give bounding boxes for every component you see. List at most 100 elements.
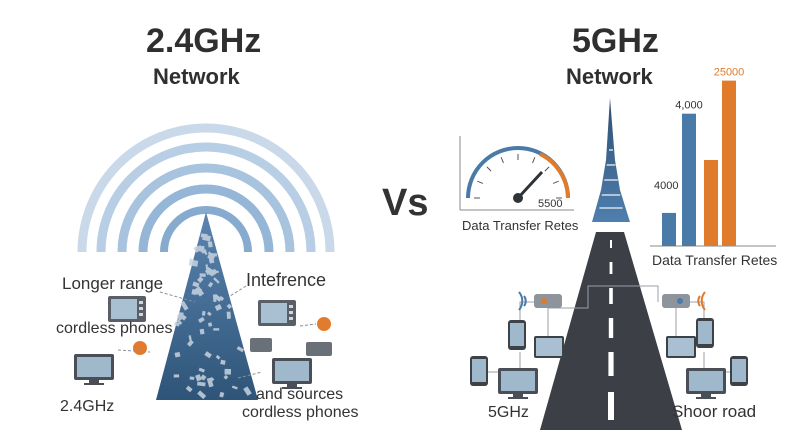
debris-particle [195, 374, 202, 382]
debris-particle [220, 359, 226, 365]
bar-chart-caption: Data Transfer Retes [652, 252, 778, 268]
road-dash [608, 352, 614, 376]
label-short-road: Shoor road [672, 402, 757, 421]
debris-particle [207, 281, 214, 288]
debris-particle [197, 276, 204, 283]
debris-particle [192, 281, 200, 288]
debris-particle [180, 300, 189, 311]
debris-particle [199, 273, 206, 277]
debris-particle [213, 328, 220, 331]
debris-particle [189, 376, 195, 380]
debris-particle [224, 368, 232, 375]
debris-particle [201, 310, 206, 316]
interference-dot-icon [317, 317, 331, 331]
phone-icon [730, 356, 748, 386]
label-and-sources: and sources [256, 386, 344, 403]
speed-gauge [459, 136, 574, 211]
vs-label: Vs [382, 182, 429, 224]
road-icon [540, 232, 682, 430]
debris-particle [186, 339, 194, 347]
debris-particle [174, 321, 180, 327]
debris-particle [207, 241, 213, 248]
debris-particle [243, 386, 252, 396]
debris-particle [202, 234, 212, 242]
debris-particle [205, 267, 216, 277]
road-dash [609, 288, 613, 304]
bar-1 [662, 212, 676, 246]
gauge-tick [552, 180, 559, 184]
debris-particle [226, 303, 233, 310]
debris-particle [199, 245, 205, 252]
router-icon [662, 291, 706, 311]
debris-particle [176, 318, 183, 325]
label-2-4ghz-bottom: 2.4GHz [60, 398, 115, 415]
gauge-caption: Data Transfer Retes [462, 218, 579, 233]
left-panel [74, 123, 335, 400]
debris-particle [194, 286, 205, 297]
left-subtitle: Network [153, 64, 240, 89]
gauge-needle-icon [516, 170, 544, 200]
tower-5ghz-icon [592, 98, 630, 222]
monitor-icon [74, 354, 114, 385]
debris-particle [213, 293, 222, 302]
road-dash [608, 392, 614, 420]
arrows [117, 285, 317, 379]
debris-particle [215, 354, 221, 360]
road-dash [609, 262, 613, 274]
bar-value-label: 4,000 [675, 100, 703, 112]
debris-particle [199, 328, 205, 335]
debris-particle [200, 374, 207, 381]
gauge-tick [477, 180, 484, 184]
label-5ghz: 5GHz [488, 404, 529, 421]
monitor-icon [686, 368, 726, 399]
phone-icon [696, 318, 714, 348]
gauge-tick [500, 157, 504, 164]
router-icon [518, 291, 562, 311]
debris-particle [207, 252, 216, 261]
signal-waves-icon [77, 123, 335, 253]
debris-particle [176, 314, 182, 321]
gauge-tick [532, 157, 536, 164]
debris-particle [210, 376, 215, 382]
debris-particle [205, 264, 209, 270]
debris-particle [197, 381, 206, 387]
device-icon [250, 338, 272, 352]
interference-dot-icon [133, 341, 147, 355]
debris-particle [223, 374, 229, 380]
label-sources-phones: cordless phones [242, 404, 359, 421]
debris-particle [198, 316, 205, 323]
debris-particle [174, 351, 181, 358]
debris-particle [198, 367, 205, 373]
debris-particle [218, 295, 225, 302]
tablet-icon [534, 336, 564, 358]
debris-particle [236, 346, 245, 353]
bar-side-label: 4000 [654, 180, 679, 192]
label-cordless-phones: cordless phones [56, 320, 173, 337]
debris-particle [197, 390, 207, 400]
right-title: 5GHz [572, 22, 659, 60]
monitor-icon [498, 368, 538, 399]
debris-particle [213, 277, 220, 284]
monitor-icon [272, 358, 312, 389]
debris-particle [214, 304, 223, 312]
right-subtitle: Network [566, 64, 653, 89]
road-dash [610, 240, 612, 248]
debris-particle [207, 322, 213, 327]
gauge-tick [544, 166, 550, 172]
road-dash [608, 318, 614, 338]
phone-icon [470, 356, 488, 386]
bar-4 [722, 80, 736, 246]
debris-particle [204, 351, 212, 359]
gauge-tick [486, 166, 492, 172]
bar-2 [682, 113, 696, 246]
debris-particle [178, 312, 184, 317]
left-title: 2.4GHz [146, 22, 262, 60]
gauge-value-label: 5500 [538, 198, 563, 210]
debris-particle [206, 311, 212, 317]
debris-particle [231, 385, 238, 390]
debris-particle [188, 335, 192, 341]
label-interference: Intefrence [246, 270, 327, 290]
debris-particle [173, 374, 180, 378]
